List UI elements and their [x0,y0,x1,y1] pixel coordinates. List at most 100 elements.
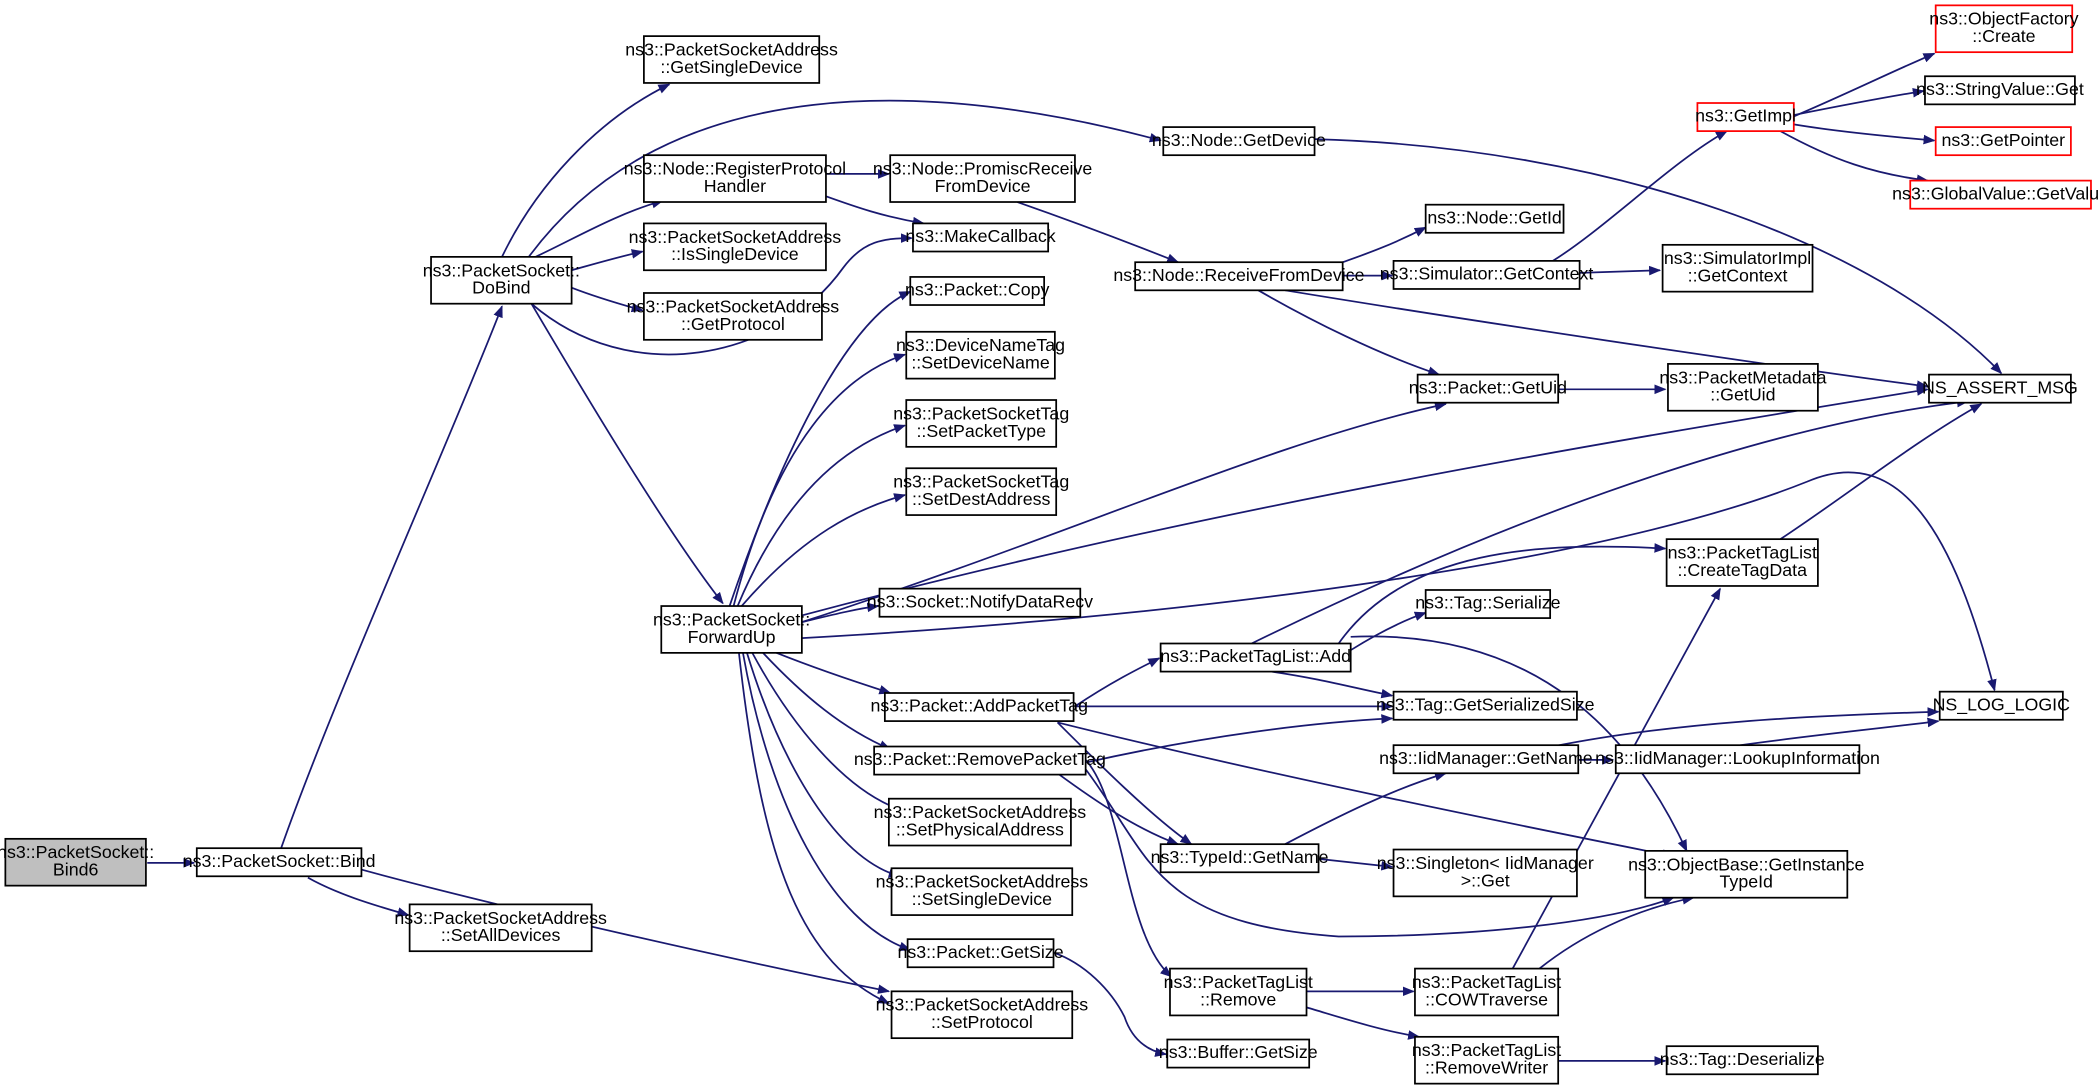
node-label: ns3::PacketSocketAddress [394,908,607,928]
call-edge [742,652,912,951]
node-box [1614,744,1861,775]
node-box [909,276,1046,306]
call-edge [822,194,925,227]
node-label: ::SetPacketType [916,421,1046,441]
node-label: ns3::MakeCallback [905,226,1055,246]
node-box [1416,373,1560,404]
call-edge [571,249,644,272]
node-box [1169,967,1308,1017]
node-label: ::GetContext [1688,266,1788,286]
node-cowtraverse[interactable]: ns3::PacketTagList::COWTraverse [1412,967,1561,1017]
node-iidgetname[interactable]: ns3::IidManager::GetName [1379,744,1593,775]
node-removewriter[interactable]: ns3::PacketTagList::RemoveWriter [1412,1035,1561,1085]
node-label: ns3::PacketMetadata [1659,367,1826,387]
node-stringvalueget[interactable]: ns3::StringValue::Get [1916,75,2084,106]
node-box [195,847,363,878]
node-box [890,867,1074,916]
node-box [905,330,1056,380]
node-tagdeserialize[interactable]: ns3::Tag::Deserialize [1660,1045,1825,1076]
node-issingledevice[interactable]: ns3::PacketSocketAddress::IsSingleDevice [629,222,842,272]
call-edge [1056,721,1193,845]
node-box [1392,260,1581,290]
node-getprotocol[interactable]: ns3::PacketSocketAddress::GetProtocol [627,292,840,341]
node-nsloglogic[interactable]: NS_LOG_LOGIC [1933,690,2071,721]
node-globalvalueget[interactable]: ns3::GlobalValue::GetValue [1892,179,2099,210]
node-makecallback[interactable]: ns3::MakeCallback [905,222,1056,253]
node-buffergetsize[interactable]: ns3::Buffer::GetSize [1159,1038,1318,1069]
node-box [643,222,827,272]
node-singleton[interactable]: ns3::Singleton< IidManager>::Get [1377,848,1594,898]
node-label: ns3::PacketSocketTag [893,472,1069,492]
node-label: ::CreateTagData [1677,560,1807,580]
call-edge [1284,289,1929,390]
node-createtagdata[interactable]: ns3::PacketTagList::CreateTagData [1665,538,1819,587]
call-edge [732,353,907,607]
node-setsingledevice[interactable]: ns3::PacketSocketAddress::SetSingleDevic… [876,867,1089,916]
node-box [878,587,1082,618]
node-box [1392,744,1580,775]
call-edge [1057,772,1180,845]
node-notifydatarecv[interactable]: ns3::Socket::NotifyDataRecv [867,587,1093,618]
node-label: ns3::Node::GetDevice [1152,130,1326,150]
node-setalldevices[interactable]: ns3::PacketSocketAddress::SetAllDevices [394,903,607,953]
node-setdestaddress[interactable]: ns3::PacketSocketTag::SetDestAddress [893,467,1069,516]
call-edge [1779,130,1929,185]
node-setprotocol[interactable]: ns3::PacketSocketAddress::SetProtocol [876,990,1089,1040]
node-receivefromdevice[interactable]: ns3::Node::ReceiveFromDevice [1113,261,1365,292]
node-box [1661,243,1814,293]
node-objectfactorycreate[interactable]: ns3::ObjectFactory::Create [1929,4,2079,54]
node-label: ns3::PacketSocket:: [423,260,580,280]
node-label: ns3::Node::RegisterProtocol [624,159,846,179]
node-packetgetsize[interactable]: ns3::Packet::GetSize [898,938,1064,969]
node-packetgetuid[interactable]: ns3::Packet::GetUid [1409,373,1567,404]
call-edge [571,286,644,313]
node-taglistremove[interactable]: ns3::PacketTagList::Remove [1164,967,1313,1017]
node-addpackettag[interactable]: ns3::Packet::AddPacketTag [870,692,1088,722]
node-box [1667,363,1819,412]
node-tagserialize[interactable]: ns3::Tag::Serialize [1415,589,1561,619]
node-box [1644,849,1849,899]
node-box [905,399,1058,448]
node-label: ::GetProtocol [681,314,785,334]
node-nodegetdevice[interactable]: ns3::Node::GetDevice [1152,126,1326,157]
node-box [1414,1035,1560,1085]
node-nodegetid[interactable]: ns3::Node::GetId [1424,203,1565,234]
node-removepackettag[interactable]: ns3::Packet::RemovePacketTag [854,745,1106,776]
node-typeidgetname[interactable]: ns3::TypeId::GetName [1151,843,1329,874]
node-label: ::COWTraverse [1425,989,1548,1009]
node-setdevicename[interactable]: ns3::DeviceNameTag::SetDeviceName [896,330,1065,380]
node-dobind[interactable]: ns3::PacketSocket::DoBind [423,255,580,305]
node-bind[interactable]: ns3::PacketSocket::Bind [183,847,376,878]
node-forwardup[interactable]: ns3::PacketSocket::ForwardUp [653,605,810,654]
node-getsingledevice[interactable]: ns3::PacketSocketAddress::GetSingleDevic… [625,35,838,84]
call-edge [1350,611,1427,651]
node-taggetserializedsize[interactable]: ns3::Tag::GetSerializedSize [1376,690,1595,721]
node-getpointer[interactable]: ns3::GetPointer [1934,126,2072,157]
node-getimpl[interactable]: ns3::GetImpl [1695,102,1796,132]
node-box [889,154,1076,203]
node-nsassertmsg[interactable]: NS_ASSERT_MSG [1922,373,2078,404]
node-lookupinformation[interactable]: ns3::IidManager::LookupInformation [1595,744,1880,775]
node-label: ns3::IidManager::GetName [1379,748,1593,768]
node-simgetcontext[interactable]: ns3::Simulator::GetContext [1380,260,1594,290]
node-metadatagetuid[interactable]: ns3::PacketMetadata::GetUid [1659,363,1827,412]
node-box [643,35,821,84]
node-packetcopy[interactable]: ns3::Packet::Copy [905,276,1049,306]
node-label: ns3::Tag::GetSerializedSize [1376,694,1595,714]
call-edge [1251,397,1970,645]
call-edge [1779,403,1983,540]
node-label: ns3::Packet::GetSize [898,942,1064,962]
node-setpackettype[interactable]: ns3::PacketSocketTag::SetPacketType [893,399,1069,448]
call-edge [1084,759,1173,978]
node-label: ::RemoveWriter [1425,1058,1548,1078]
call-edge [361,868,891,994]
node-taglistadd[interactable]: ns3::PacketTagList::Add [1159,642,1352,673]
call-edge [801,471,1997,692]
node-simimplgetcontext[interactable]: ns3::SimulatorImpl::GetContext [1661,243,1814,293]
node-bind6[interactable]: ns3::PacketSocket::Bind6 [0,837,154,887]
node-box [408,903,593,953]
node-setphysicaladdress[interactable]: ns3::PacketSocketAddress::SetPhysicalAdd… [874,797,1087,847]
